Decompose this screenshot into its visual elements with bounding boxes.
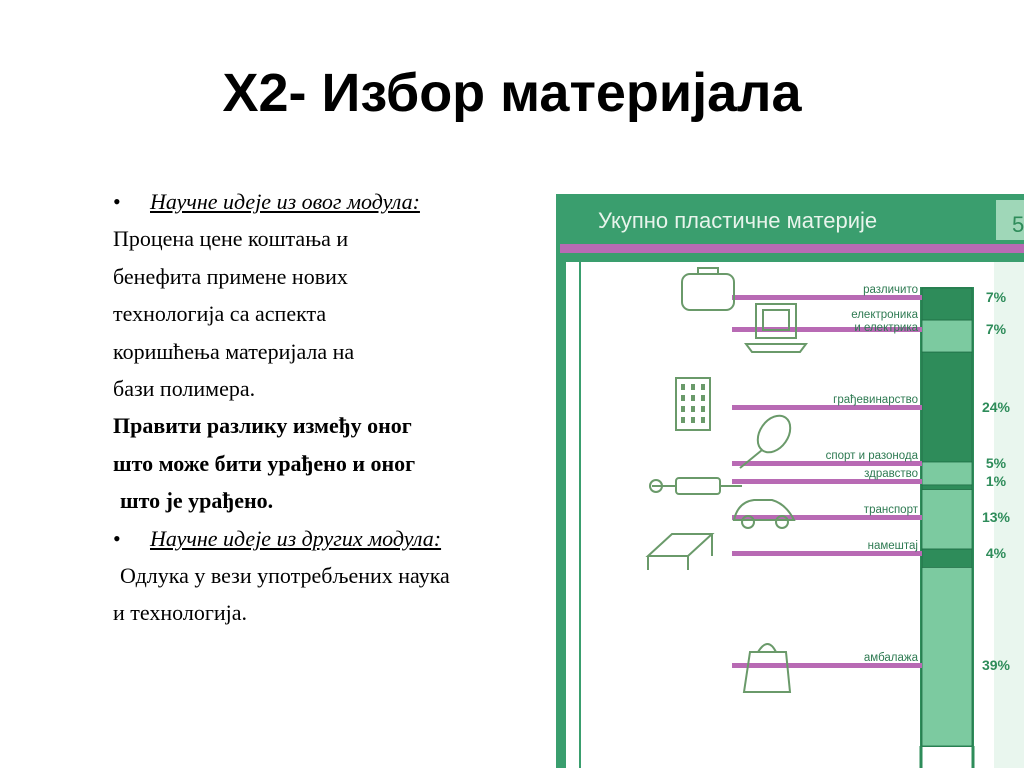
leader-line (732, 405, 922, 410)
value-label: 24% (982, 399, 1011, 415)
bar-segment-3 (921, 461, 973, 486)
chart-right-strip (994, 262, 1024, 768)
suitcase-icon (681, 267, 735, 311)
syringe-icon (649, 477, 742, 495)
computer-icon (744, 303, 808, 353)
category-row-7: амбалажа 39% (732, 643, 1011, 693)
leader-line (732, 461, 922, 466)
bullet-icon: • (113, 189, 121, 214)
leader-line (732, 551, 922, 556)
value-label: 13% (982, 509, 1011, 525)
chart-title-rule (560, 244, 1024, 253)
category-label: транспорт (864, 504, 919, 516)
car-icon (732, 499, 796, 529)
bold-line: што је урађено. (120, 488, 274, 514)
heading-other-modules: Научне идеје из других модула: (150, 525, 442, 551)
bar-segment-6 (921, 548, 973, 568)
bold-line: Правити разлику између оног (113, 413, 412, 439)
leader-line (732, 327, 922, 332)
bold-line: што може бити урађено и оног (113, 450, 416, 476)
text-line: Процена цене коштања и (113, 226, 349, 252)
text-column: • Научне идеје из овог модула: Процена ц… (113, 183, 553, 632)
text-line: бази полимера. (113, 375, 256, 401)
text-line: бенефита примене нових (113, 263, 348, 289)
bag-icon (742, 643, 792, 693)
category-label: амбалажа (864, 652, 919, 664)
bar-segment-4 (921, 484, 973, 490)
leader-line (732, 515, 922, 520)
category-label: грађевинарство (833, 394, 918, 406)
category-label: различито (863, 284, 918, 296)
category-row-3: спорт и разонода 5% (732, 414, 1007, 471)
bullet-icon: • (113, 525, 121, 551)
text-line: и технологија. (113, 600, 247, 626)
chart-left-edge (560, 262, 566, 768)
chart-title-bar (560, 198, 996, 238)
chart-title-suffix: 5 (1012, 212, 1024, 237)
chart-title: Укупно пластичне материје (598, 208, 877, 233)
value-label: 7% (986, 321, 1007, 337)
bar-segment-5 (921, 489, 973, 550)
building-icon (675, 377, 711, 431)
bar-segments (921, 287, 973, 747)
racket-icon (739, 414, 792, 469)
value-label: 4% (986, 545, 1007, 561)
category-label: и електрика (854, 322, 918, 334)
bar-segment-0 (921, 287, 973, 321)
category-label: електроника (851, 309, 918, 321)
text-line: технологија са аспекта (113, 301, 327, 327)
bar-segment-7 (921, 566, 973, 747)
bar-segment-2 (921, 351, 973, 463)
category-label: намештај (868, 540, 918, 552)
value-label: 1% (986, 473, 1007, 489)
value-label: 39% (982, 657, 1011, 673)
slide-title: X2- Избор материјала (222, 63, 802, 123)
category-label: спорт и разонода (826, 450, 919, 462)
leader-line (732, 663, 922, 668)
category-row-4: здравство 1% (649, 468, 1007, 495)
leader-line (732, 295, 922, 300)
leader-line (732, 479, 922, 484)
chart-title-tab (996, 200, 1024, 240)
category-row-0: различито 7% (681, 267, 1007, 311)
heading-this-module: Научне идеје из овог модула: (150, 189, 420, 214)
bullet-row-1: • Научне идеје из овог модула: (113, 183, 553, 220)
category-row-5: транспорт 13% (732, 499, 1011, 529)
bullet-row-2: • Научне идеје из других модула: (113, 520, 553, 557)
category-label: здравство (864, 468, 918, 480)
bed-icon (645, 533, 715, 570)
text-line: коришћења материјала на (113, 338, 355, 364)
bar-segment-1 (921, 319, 973, 353)
category-row-2: грађевинарство 24% (675, 377, 1011, 431)
text-line: Одлука у вези употребљених наука (120, 562, 450, 588)
value-label: 5% (986, 455, 1007, 471)
category-row-6: намештај 4% (645, 533, 1007, 570)
value-label: 7% (986, 289, 1007, 305)
